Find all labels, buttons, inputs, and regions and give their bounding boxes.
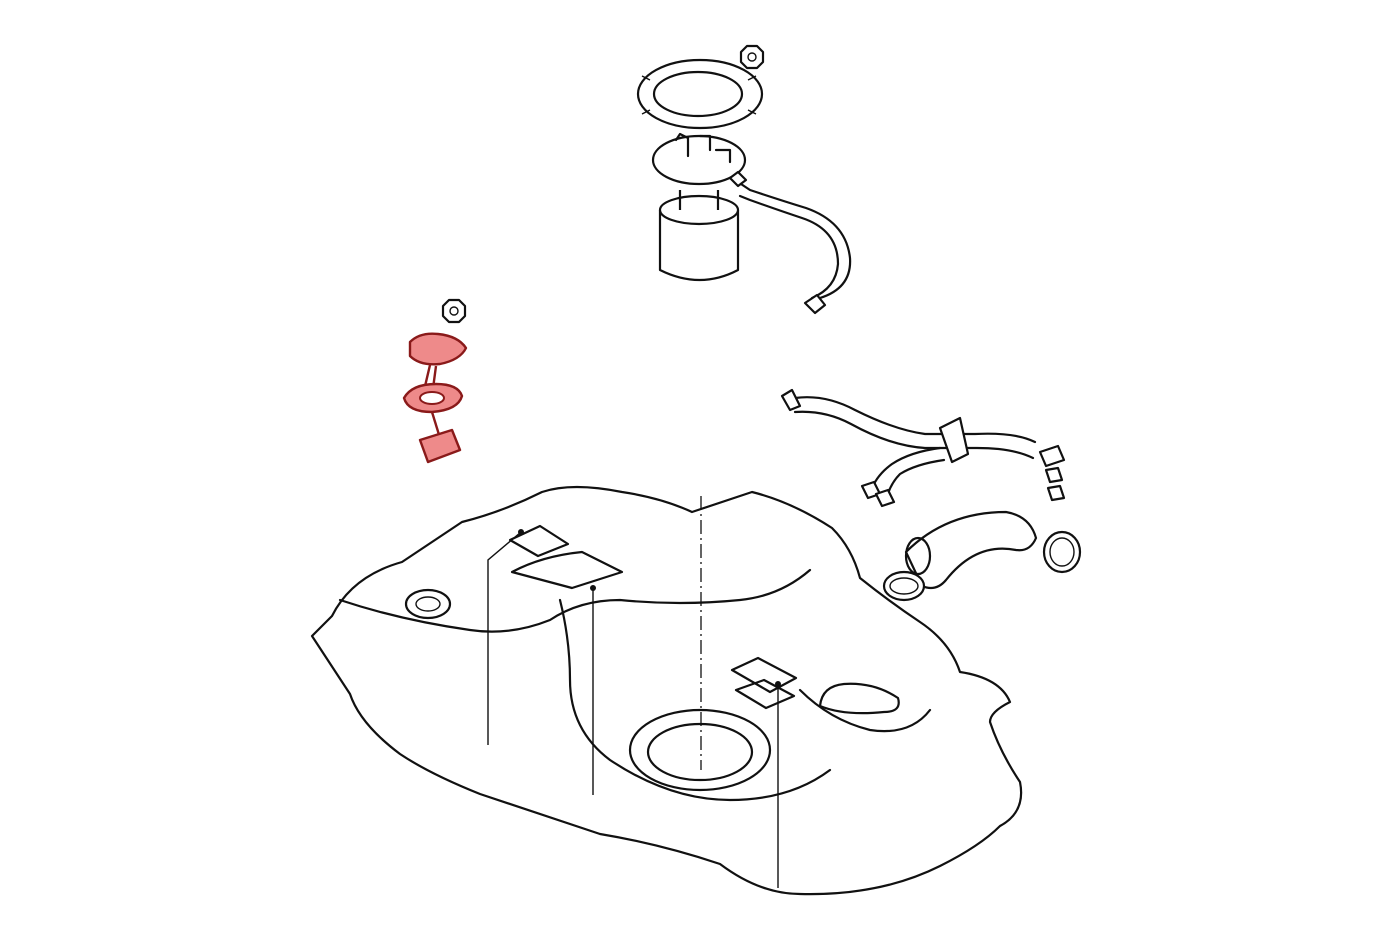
top-retainer-nut[interactable]: [739, 44, 765, 70]
fuel-tank[interactable]: [310, 485, 1023, 896]
hose-clamp-left[interactable]: [882, 570, 926, 602]
hose-clamp-right[interactable]: [1042, 530, 1082, 574]
pump-lock-ring[interactable]: [636, 58, 764, 130]
sender-retainer-nut[interactable]: [441, 298, 467, 324]
fuel-pump-module[interactable]: [651, 132, 852, 315]
leader-lines: [487, 496, 781, 888]
filler-hose-assembly[interactable]: [780, 388, 1066, 508]
vent-hose[interactable]: [904, 510, 1038, 590]
fuel-level-sender-highlighted[interactable]: [402, 332, 468, 464]
